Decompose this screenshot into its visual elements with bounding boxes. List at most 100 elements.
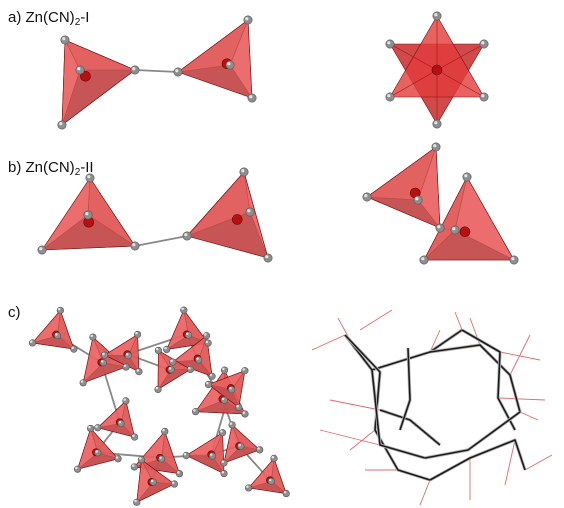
carbon-nitrogen-atom xyxy=(432,11,442,21)
carbon-nitrogen-atom xyxy=(235,403,243,412)
carbon-nitrogen-atom xyxy=(220,396,228,404)
carbon-nitrogen-atom xyxy=(239,167,249,177)
atom-highlight xyxy=(271,455,275,459)
formula-a-subscript: 2 xyxy=(74,17,81,28)
carbon-nitrogen-atom xyxy=(245,207,255,217)
zn-tetrahedron xyxy=(104,334,140,372)
atom-highlight xyxy=(452,227,456,231)
carbon-nitrogen-atom xyxy=(57,120,67,130)
zn-tetrahedron xyxy=(97,400,135,438)
carbon-nitrogen-atom xyxy=(227,385,236,394)
network-strut xyxy=(429,344,521,413)
carbon-nitrogen-atom xyxy=(509,255,519,265)
network-strut xyxy=(344,329,463,371)
bond-line xyxy=(134,69,179,73)
atom-highlight xyxy=(222,367,225,371)
bond-line xyxy=(134,235,188,247)
carbon-nitrogen-atom xyxy=(450,225,460,235)
tetrahedron-face xyxy=(61,39,136,126)
atom-highlight xyxy=(481,94,485,98)
formula-b: Zn(CN)2-II xyxy=(26,159,94,178)
atom-highlight xyxy=(209,453,213,456)
carbon-nitrogen-atom xyxy=(163,345,171,354)
network-strut-shadow xyxy=(424,410,521,460)
atom-highlight xyxy=(115,456,119,459)
atom-highlight xyxy=(88,425,91,429)
carbon-nitrogen-atom xyxy=(267,477,275,485)
zn-tetrahedron xyxy=(177,19,253,99)
carbon-nitrogen-atom xyxy=(220,470,228,478)
carbon-nitrogen-atom xyxy=(114,455,122,463)
atom-highlight xyxy=(123,398,126,401)
atom-highlight xyxy=(132,434,135,438)
carbon-nitrogen-atom xyxy=(117,419,125,428)
zn-tetrahedron xyxy=(208,370,246,408)
atom-highlight xyxy=(434,13,438,17)
tetrahedron-face xyxy=(366,146,441,229)
carbon-nitrogen-atom xyxy=(73,465,82,473)
carbon-nitrogen-atom xyxy=(204,380,213,389)
atom-highlight xyxy=(77,67,81,71)
carbon-nitrogen-atom xyxy=(101,351,109,359)
atom-highlight xyxy=(229,422,233,425)
tetrahedron-face xyxy=(32,310,75,350)
carbon-nitrogen-atom xyxy=(60,35,70,45)
carbon-nitrogen-atom xyxy=(237,442,245,450)
atom-highlight xyxy=(95,450,98,453)
atom-layer xyxy=(28,11,519,506)
atom-highlight xyxy=(421,257,425,261)
panel-letter-c: c) xyxy=(8,304,21,321)
carbon-nitrogen-atom xyxy=(175,470,184,478)
atom-highlight xyxy=(150,479,154,483)
carbon-nitrogen-atom xyxy=(154,346,163,355)
carbon-nitrogen-atom xyxy=(124,351,132,360)
atom-highlight xyxy=(236,404,239,408)
network-strut xyxy=(344,334,431,481)
carbon-nitrogen-atom xyxy=(169,358,177,366)
atom-highlight xyxy=(229,387,232,390)
atom-highlight xyxy=(177,471,180,474)
atom-highlight xyxy=(268,478,272,482)
tetrahedron-edge xyxy=(436,43,485,71)
carbon-nitrogen-atom xyxy=(28,339,37,347)
atom-highlight xyxy=(257,447,260,450)
carbon-nitrogen-atom xyxy=(87,424,95,433)
network-strut xyxy=(379,409,441,446)
tetrahedron-face xyxy=(166,309,209,350)
atom-highlight xyxy=(183,452,187,456)
zinc-atom xyxy=(80,70,91,82)
network-strut xyxy=(454,311,463,331)
atom-highlight xyxy=(204,333,207,336)
tetrahedron-face xyxy=(185,432,225,474)
atom-highlight xyxy=(175,69,179,73)
carbon-nitrogen-atom xyxy=(182,231,192,241)
carbon-nitrogen-atom xyxy=(85,173,95,183)
carbon-nitrogen-atom xyxy=(75,65,85,75)
atom-highlight xyxy=(387,94,391,98)
atom-highlight xyxy=(481,41,485,45)
atom-highlight xyxy=(62,37,66,41)
carbon-nitrogen-atom xyxy=(432,119,442,129)
carbon-nitrogen-atom xyxy=(94,449,102,457)
network-strut-shadow xyxy=(379,408,442,447)
carbon-nitrogen-atom xyxy=(247,93,257,103)
carbon-nitrogen-atom xyxy=(170,480,178,488)
atom-highlight xyxy=(118,420,122,424)
carbon-nitrogen-atom xyxy=(184,331,193,339)
carbon-nitrogen-atom xyxy=(385,92,395,102)
network-strut xyxy=(497,397,546,401)
atom-highlight xyxy=(238,443,241,447)
carbon-nitrogen-atom xyxy=(241,410,249,418)
carbon-nitrogen-atom xyxy=(137,456,146,464)
atom-highlight xyxy=(205,340,209,344)
network-strut xyxy=(399,347,411,431)
zn-tetrahedron xyxy=(77,428,119,470)
tetrahedron-face xyxy=(177,19,253,99)
atom-highlight xyxy=(184,233,188,237)
atom-highlight xyxy=(134,499,137,503)
network-strut xyxy=(319,429,381,446)
zinc-atom xyxy=(459,226,471,238)
tetrahedron-face xyxy=(423,176,515,261)
atom-highlight xyxy=(220,430,223,433)
